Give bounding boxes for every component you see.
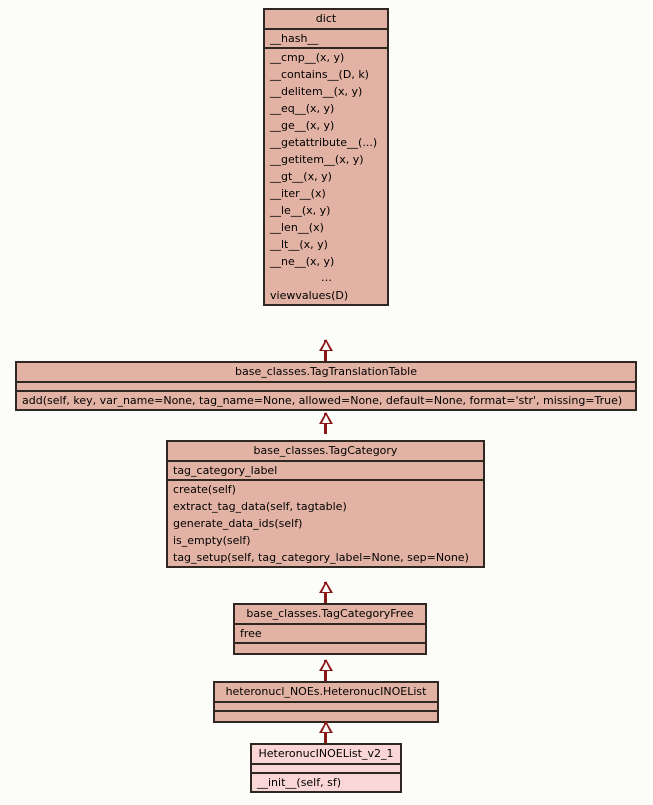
attribute-row: __hash__ (270, 32, 319, 45)
method-row: extract_tag_data(self, tagtable) (173, 500, 347, 513)
class-attributes-compartment (17, 383, 635, 392)
method-row-ellipsis: … (321, 271, 332, 284)
class-methods-compartment: create(self) extract_tag_data(self, tagt… (168, 481, 483, 566)
class-name-heteronucinoelist-v2-1: HeteronucINOEList_v2_1 (258, 747, 394, 760)
method-row: __ne__(x, y) (270, 255, 335, 268)
method-row: __gt__(x, y) (270, 170, 332, 183)
method-row: __init__(self, sf) (257, 776, 342, 789)
class-box-dict[interactable]: dict __hash__ __cmp__(x, y) __contains__… (263, 8, 389, 306)
attribute-row: free (240, 627, 262, 640)
method-row: __le__(x, y) (270, 204, 331, 217)
class-box-tagcategory[interactable]: base_classes.TagCategory tag_category_la… (166, 440, 485, 568)
class-title-compartment: base_classes.TagCategoryFree (235, 605, 425, 625)
method-row: generate_data_ids(self) (173, 517, 303, 530)
class-box-tagtranslationtable[interactable]: base_classes.TagTranslationTable add(sel… (15, 361, 637, 411)
class-box-tagcategoryfree[interactable]: base_classes.TagCategoryFree free (233, 603, 427, 655)
method-row: tag_setup(self, tag_category_label=None,… (173, 551, 469, 564)
class-attributes-compartment (252, 765, 400, 774)
class-title-compartment: dict (265, 10, 387, 30)
class-methods-compartment: add(self, key, var_name=None, tag_name=N… (17, 392, 635, 409)
method-row: __eq__(x, y) (270, 102, 335, 115)
class-attributes-compartment: tag_category_label (168, 462, 483, 481)
method-row: viewvalues(D) (270, 289, 349, 302)
class-attributes-compartment: free (235, 625, 425, 644)
class-name-heteronucinoelist: heteronucl_NOEs.HeteronucINOEList (225, 685, 427, 698)
attribute-row: tag_category_label (173, 464, 278, 477)
class-name-tagcategoryfree: base_classes.TagCategoryFree (246, 607, 414, 620)
method-row: __len__(x) (270, 221, 324, 234)
class-title-compartment: HeteronucINOEList_v2_1 (252, 745, 400, 765)
method-row: create(self) (173, 483, 236, 496)
class-methods-compartment (235, 644, 425, 653)
method-row: __lt__(x, y) (270, 238, 328, 251)
method-row: __contains__(D, k) (270, 68, 369, 81)
class-box-heteronucinoelist[interactable]: heteronucl_NOEs.HeteronucINOEList (213, 681, 439, 723)
class-title-compartment: heteronucl_NOEs.HeteronucINOEList (215, 683, 437, 703)
class-title-compartment: base_classes.TagTranslationTable (17, 363, 635, 383)
method-row: add(self, key, var_name=None, tag_name=N… (22, 394, 623, 407)
method-row: __delitem__(x, y) (270, 85, 363, 98)
method-row: is_empty(self) (173, 534, 251, 547)
class-title-compartment: base_classes.TagCategory (168, 442, 483, 462)
class-attributes-compartment: __hash__ (265, 30, 387, 49)
method-row: __iter__(x) (270, 187, 326, 200)
class-name-tagcategory: base_classes.TagCategory (253, 444, 398, 457)
class-methods-compartment: __cmp__(x, y) __contains__(D, k) __delit… (265, 49, 387, 304)
class-attributes-compartment (215, 703, 437, 712)
class-methods-compartment (215, 712, 437, 721)
method-row: __ge__(x, y) (270, 119, 335, 132)
method-row: __getattribute__(...) (270, 136, 378, 149)
class-box-heteronucinoelist-v2-1[interactable]: HeteronucINOEList_v2_1 __init__(self, sf… (250, 743, 402, 793)
method-row: __cmp__(x, y) (270, 51, 345, 64)
class-name-tagtranslationtable: base_classes.TagTranslationTable (234, 365, 418, 378)
method-row: __getitem__(x, y) (270, 153, 364, 166)
class-name-dict: dict (315, 12, 337, 25)
class-methods-compartment: __init__(self, sf) (252, 774, 400, 791)
